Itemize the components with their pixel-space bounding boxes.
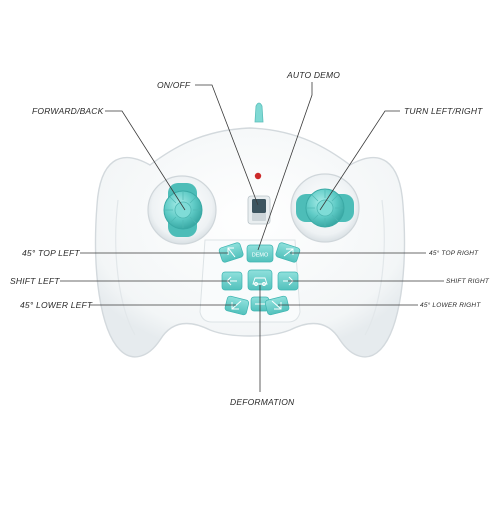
button-top-right[interactable] bbox=[275, 242, 301, 263]
left-stick-ridges bbox=[165, 192, 201, 228]
left-stick-cap bbox=[174, 201, 192, 219]
label-shift-left: SHIFT LEFT bbox=[10, 276, 60, 286]
car-icon bbox=[252, 277, 268, 286]
label-forward-back: FORWARD/BACK bbox=[32, 106, 104, 116]
button-deformation[interactable] bbox=[247, 269, 273, 291]
label-lower-left: 45° LOWER LEFT bbox=[20, 300, 93, 310]
antenna bbox=[254, 102, 264, 123]
leader-turn bbox=[319, 110, 400, 211]
button-demo[interactable]: DEMO bbox=[246, 244, 274, 263]
label-turn-left-right: TURN LEFT/RIGHT bbox=[404, 106, 483, 116]
label-shift-right: SHIFT RIGHT bbox=[446, 278, 490, 285]
right-stick-cap bbox=[316, 199, 334, 217]
leader-lines bbox=[60, 82, 444, 392]
power-led bbox=[254, 172, 262, 180]
arrow-down-left-icon bbox=[231, 300, 242, 310]
button-top-left[interactable] bbox=[218, 242, 244, 263]
label-deformation: DEFORMATION bbox=[230, 397, 295, 407]
left-handle-groove bbox=[115, 199, 136, 336]
right-handle-groove bbox=[364, 199, 385, 336]
label-lower-right: 45° LOWER RIGHT bbox=[420, 302, 481, 309]
power-switch-track bbox=[252, 213, 266, 221]
label-top-left: 45° TOP LEFT bbox=[22, 248, 80, 258]
leader-on-off bbox=[195, 84, 259, 206]
leader-auto-demo bbox=[257, 82, 313, 251]
arrow-down-right-icon bbox=[271, 300, 282, 310]
label-auto-demo: AUTO DEMO bbox=[287, 70, 341, 80]
demo-button-label: DEMO bbox=[252, 253, 269, 259]
button-lower-right[interactable] bbox=[264, 295, 290, 316]
leader-forward-back bbox=[105, 110, 186, 211]
power-switch[interactable] bbox=[252, 199, 266, 213]
button-lower-left[interactable] bbox=[224, 295, 250, 316]
label-top-right: 45° TOP RIGHT bbox=[429, 250, 479, 257]
label-on-off: ON/OFF bbox=[157, 80, 191, 90]
right-stick-ridges bbox=[307, 190, 343, 226]
